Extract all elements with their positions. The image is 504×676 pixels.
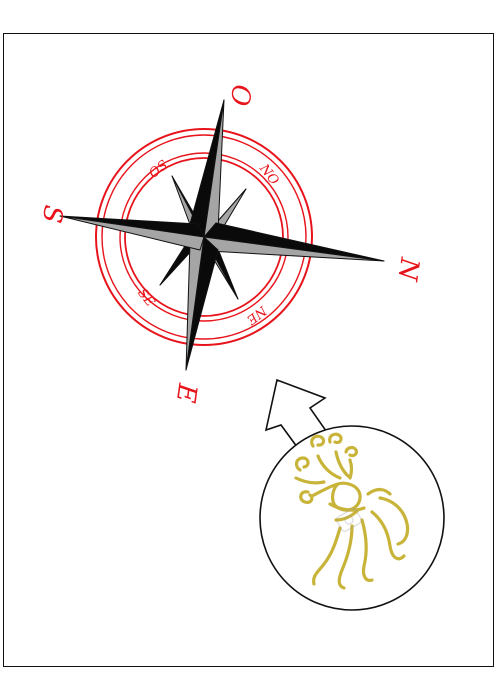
compass-label-northeast: NE — [243, 302, 270, 328]
compass-label-southwest: SO — [145, 156, 170, 180]
callout-group — [260, 380, 444, 610]
compass-label-east: E — [170, 381, 202, 405]
compass-label-north: N — [391, 255, 424, 284]
compass-cardinal-points — [60, 100, 384, 370]
compass-label-south: S — [36, 203, 68, 225]
compass-rose: O N E S NO SO SE NE — [36, 82, 425, 404]
compass-label-northwest: NO — [255, 161, 281, 189]
compass-label-west: O — [224, 82, 257, 107]
